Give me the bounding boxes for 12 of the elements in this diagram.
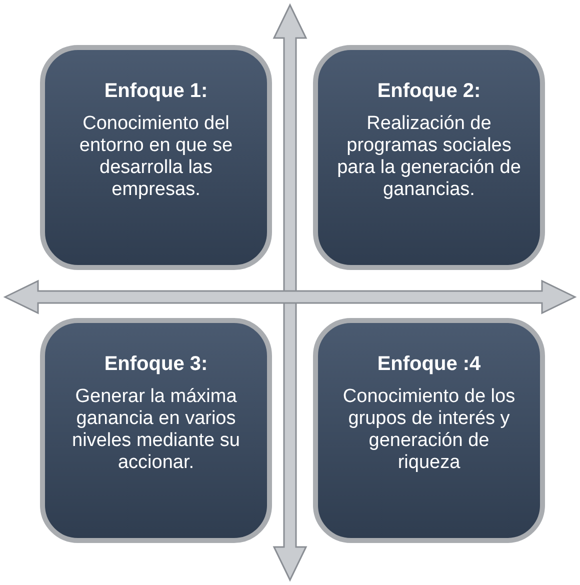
rounded-box (313, 45, 545, 270)
box-heading: Enfoque 2: (376, 80, 482, 103)
box-text: Realización de programas sociales para la generación de ganancias. (336, 113, 522, 201)
box-heading: Enfoque :4 (376, 353, 482, 376)
rounded-box (40, 45, 272, 270)
rounded-box (313, 318, 545, 543)
rounded-box (40, 318, 272, 543)
box-heading: Enfoque 3: (103, 353, 209, 376)
box-heading: Enfoque 1: (103, 80, 209, 103)
box-text: Conocimiento de los grupos de interés y generación de riqueza (342, 386, 516, 474)
box-text: Conocimiento del entorno en que se desarrolla las empresas. (78, 113, 234, 201)
box-text: Generar la máxima ganancia en varios niveles mediante su accionar. (71, 386, 241, 474)
